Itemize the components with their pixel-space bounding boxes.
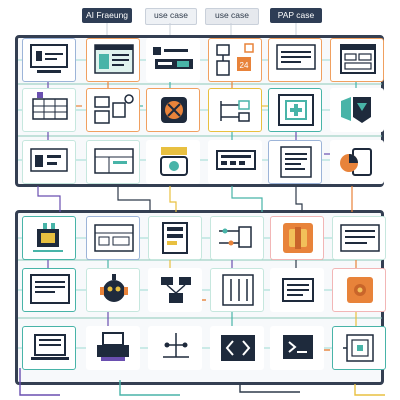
orange-gear-icon[interactable]	[332, 268, 386, 312]
output-wire	[239, 384, 300, 393]
notes-icon[interactable]	[332, 216, 386, 260]
panel-link	[117, 186, 151, 212]
output-wire	[119, 380, 180, 396]
table-icon[interactable]	[22, 88, 76, 132]
browser-window-icon[interactable]	[268, 38, 322, 82]
keypad-icon[interactable]	[332, 326, 386, 370]
terminal-window-icon[interactable]	[22, 38, 76, 82]
tab-use-case-2[interactable]: use case	[205, 8, 259, 25]
tree-flow-icon[interactable]	[148, 268, 202, 312]
form-icon[interactable]	[208, 140, 262, 184]
tab-use-case-1[interactable]: use case	[145, 8, 197, 25]
panel-link	[295, 186, 303, 212]
badge-text: 24	[240, 61, 249, 70]
code-tag-icon[interactable]	[210, 326, 264, 370]
shield-icon[interactable]	[330, 88, 384, 132]
component-gear-icon[interactable]	[86, 88, 140, 132]
monitor-icon[interactable]	[22, 268, 76, 312]
panel-link	[37, 186, 61, 212]
circuit-icon[interactable]	[210, 216, 264, 260]
panel-link	[231, 186, 263, 212]
chip-icon[interactable]	[22, 216, 76, 260]
medical-screen-icon[interactable]	[268, 88, 322, 132]
flowchart-icon[interactable]: 24	[208, 38, 262, 82]
blueprint-icon[interactable]	[86, 216, 140, 260]
panel-link	[169, 186, 177, 212]
tree-connector-icon[interactable]	[208, 88, 262, 132]
grid-window-icon[interactable]	[330, 38, 384, 82]
tab-pap-case[interactable]: PAP case	[270, 8, 322, 23]
output-wire	[354, 384, 385, 396]
laptop-icon[interactable]	[22, 326, 76, 370]
document-window-icon[interactable]	[86, 38, 140, 82]
branch-icon[interactable]	[148, 326, 202, 370]
server-rack-icon[interactable]	[148, 216, 202, 260]
process-list-icon[interactable]	[146, 38, 200, 82]
target-icon[interactable]	[146, 88, 200, 132]
robot-icon[interactable]	[86, 268, 140, 312]
text-document-icon[interactable]	[268, 140, 322, 184]
pipeline-icon[interactable]	[210, 268, 264, 312]
stack-icon[interactable]	[146, 140, 200, 184]
terminal-icon[interactable]	[270, 326, 324, 370]
orange-block-icon[interactable]	[270, 216, 324, 260]
output-wire	[19, 368, 60, 396]
pie-chart-icon[interactable]	[330, 140, 384, 184]
tab-ai-fraeung[interactable]: AI Fraeung	[82, 8, 132, 23]
printer-icon[interactable]	[86, 326, 140, 370]
layout-icon[interactable]	[86, 140, 140, 184]
document-list-icon[interactable]	[270, 268, 324, 312]
database-screen-icon[interactable]	[22, 140, 76, 184]
